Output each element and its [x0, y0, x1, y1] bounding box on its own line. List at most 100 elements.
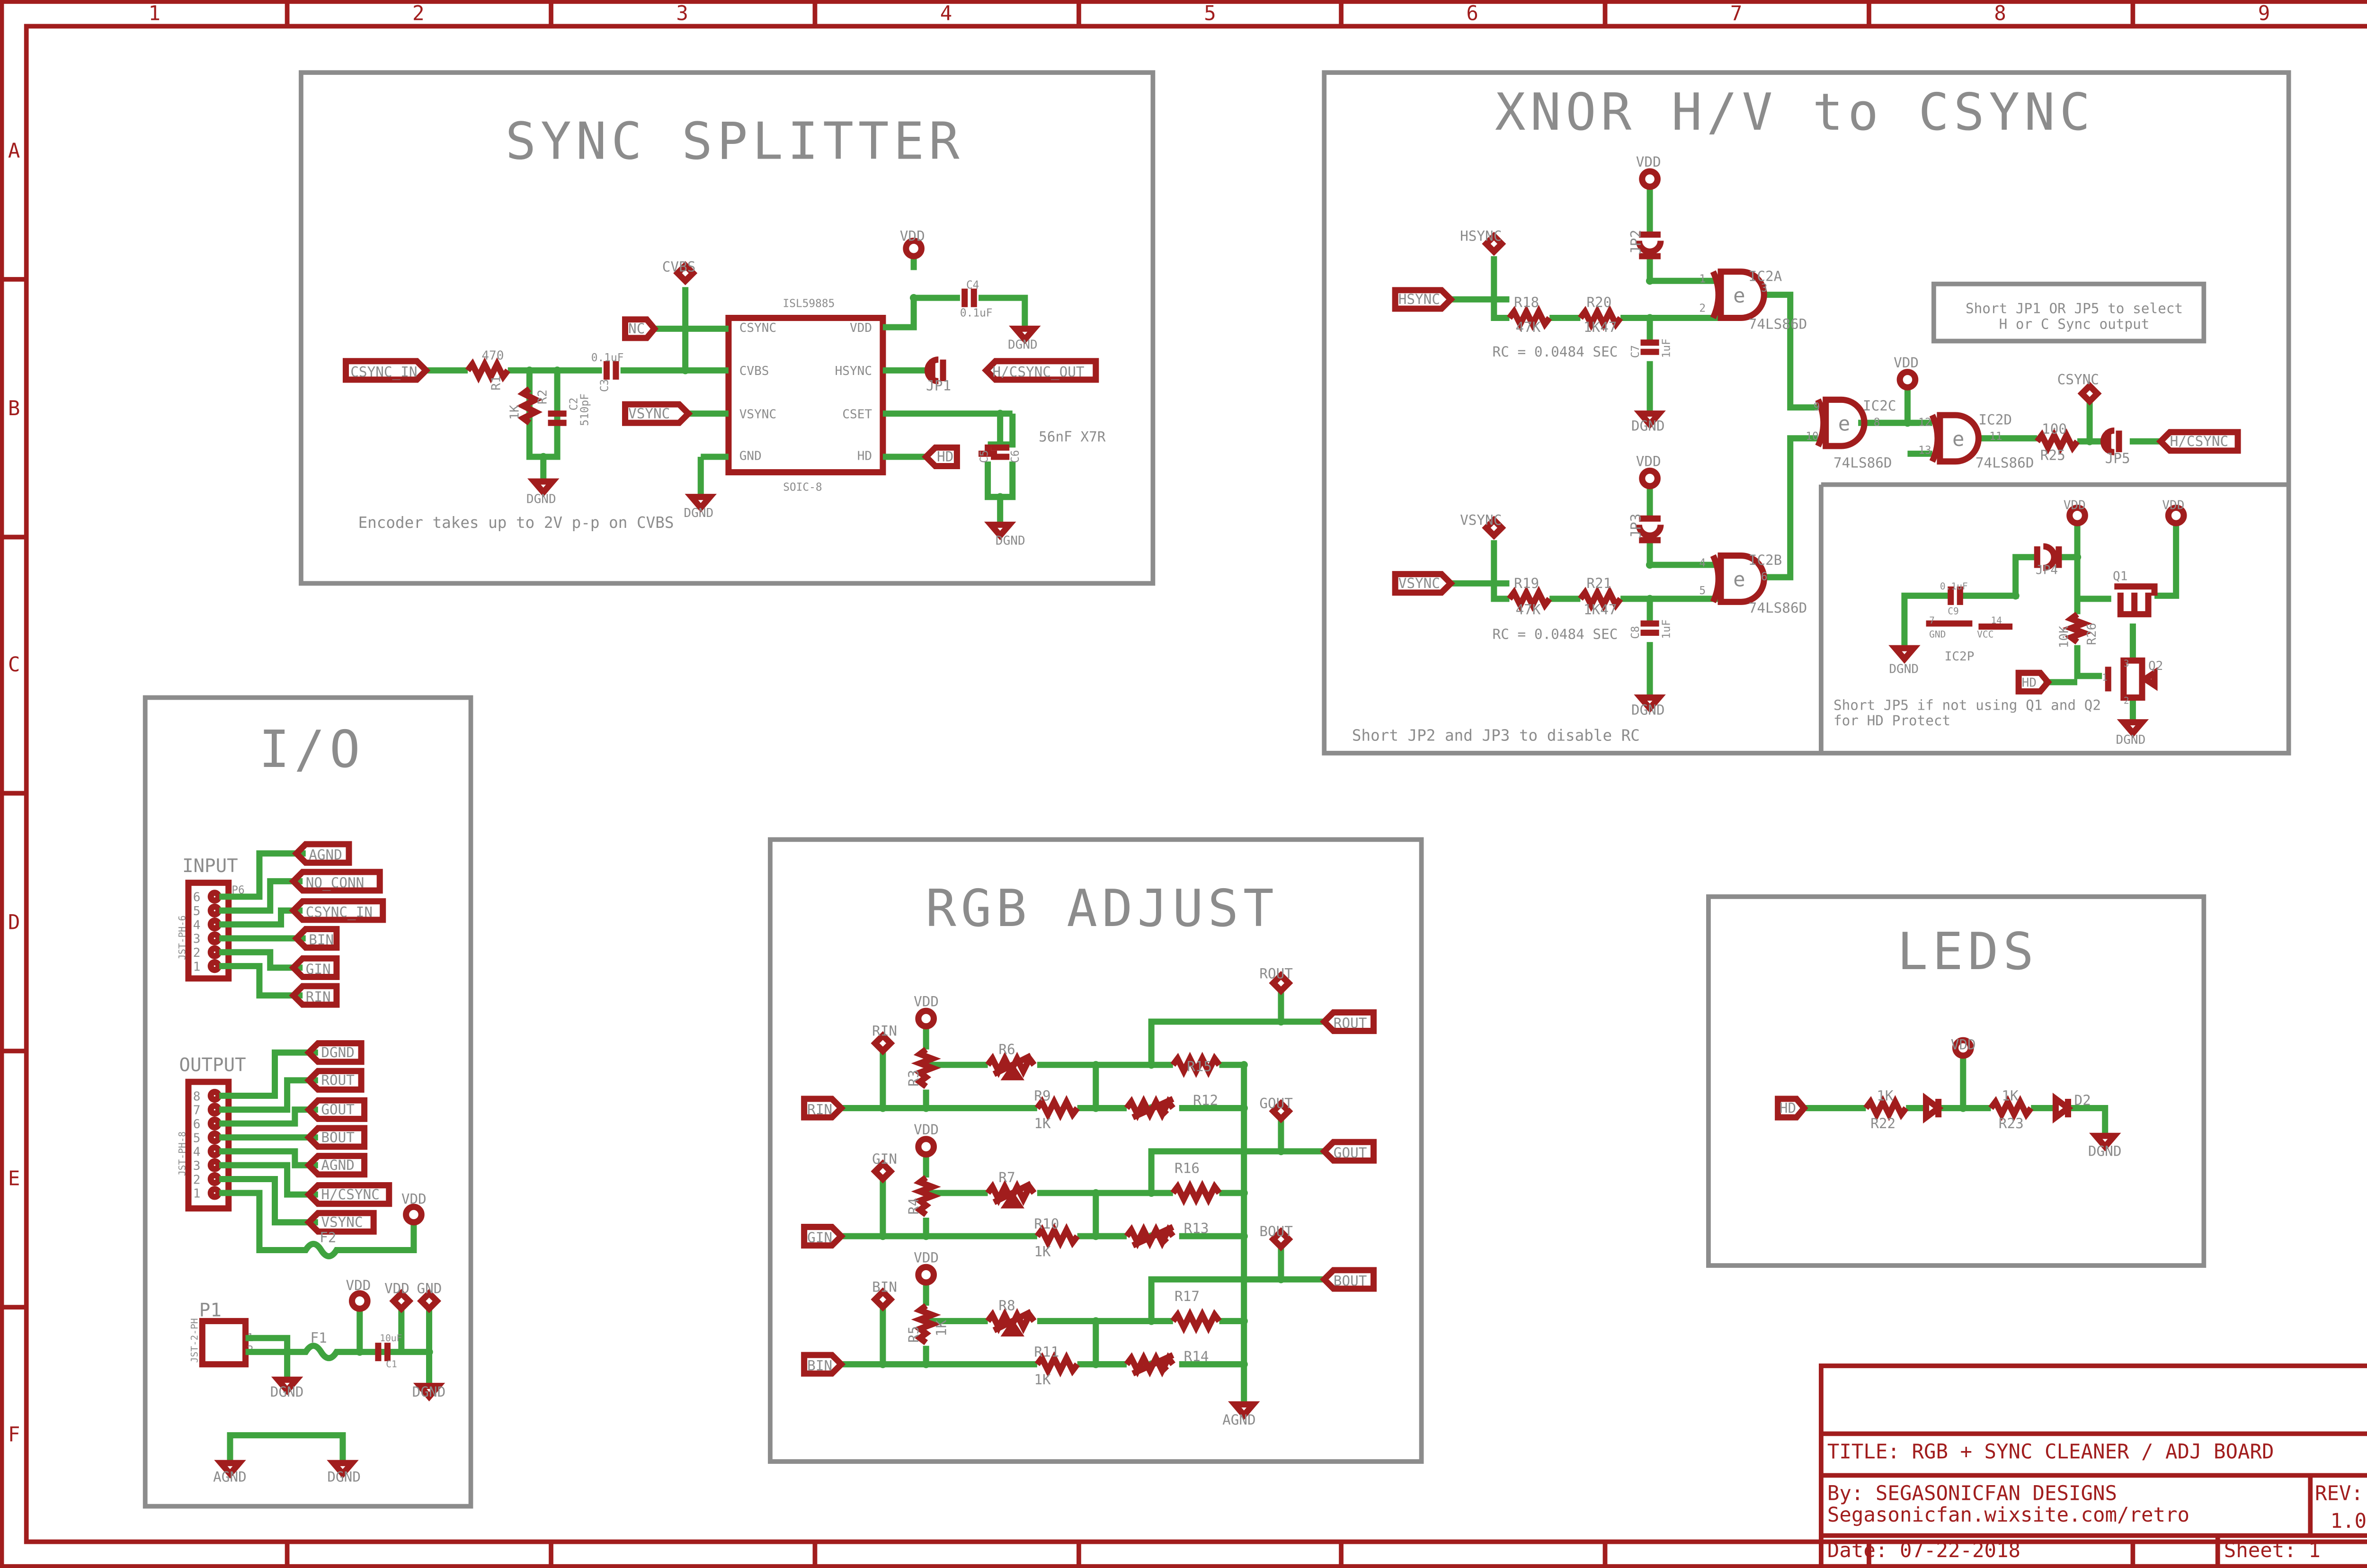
svg-text:CSYNC: CSYNC — [2057, 372, 2099, 388]
capacitor-c2 — [548, 410, 567, 426]
svg-text:AGND: AGND — [1222, 1412, 1256, 1428]
svg-text:BOUT: BOUT — [321, 1129, 355, 1145]
svg-text:H or C Sync output: H or C Sync output — [1999, 316, 2150, 332]
port-dgnd — [304, 1040, 365, 1065]
csync-testpoint — [2077, 381, 2102, 406]
svg-text:HD: HD — [937, 449, 953, 465]
svg-text:5: 5 — [193, 904, 201, 918]
resistor-r22 — [1863, 1095, 1909, 1122]
svg-text:NO_CONN: NO_CONN — [306, 874, 365, 891]
svg-text:74LS86D: 74LS86D — [1749, 316, 1807, 332]
port-rin — [289, 983, 340, 1008]
row-label: C — [8, 653, 20, 676]
col-label: 7 — [1730, 1, 1743, 25]
io-block: I/O INPUT JST-PH-6 P6 6 5 4 3 2 1 — [142, 695, 473, 1509]
svg-text:12: 12 — [1918, 417, 1931, 429]
port-csync-in — [342, 358, 431, 383]
svg-text:DGND: DGND — [1631, 702, 1665, 718]
svg-text:3: 3 — [193, 932, 201, 946]
svg-text:8: 8 — [193, 1089, 201, 1104]
capacitor-c1 — [375, 1343, 391, 1362]
block-title: XNOR H/V to CSYNC — [1495, 83, 2095, 142]
svg-text:C7: C7 — [1629, 345, 1642, 358]
svg-text:VDD: VDD — [384, 1281, 409, 1297]
port-hsync — [1392, 287, 1455, 312]
svg-text:5: 5 — [1699, 585, 1706, 597]
svg-text:CSYNC_IN: CSYNC_IN — [306, 904, 373, 920]
svg-text:4: 4 — [1699, 557, 1706, 569]
svg-text:VDD: VDD — [401, 1191, 427, 1207]
capacitor-c8 — [1640, 620, 1659, 636]
cvbs-testpoint — [673, 261, 698, 285]
vdd-symbol — [1639, 168, 1661, 190]
svg-text:7: 7 — [193, 1104, 201, 1118]
dgnd-symbol — [1634, 694, 1666, 713]
svg-text:HSYNC: HSYNC — [1460, 228, 1502, 244]
port-rout — [304, 1068, 365, 1093]
dgnd-symbol — [1009, 325, 1041, 345]
row-label: A — [8, 139, 20, 162]
svg-text:1K: 1K — [934, 1319, 950, 1336]
svg-text:1K47: 1K47 — [1584, 319, 1617, 335]
svg-text:Short JP1 OR JP5 to select: Short JP1 OR JP5 to select — [1966, 301, 2183, 317]
vdd-symbol — [915, 1007, 937, 1030]
svg-text:R11: R11 — [1034, 1344, 1059, 1360]
svg-text:1K: 1K — [1877, 1087, 1894, 1104]
svg-text:JST-PH-8: JST-PH-8 — [177, 1131, 187, 1176]
svg-text:74LS86D: 74LS86D — [1833, 455, 1892, 471]
leds-block: LEDS HD VDD 1K R22 1K R23 D2 DGND — [1706, 894, 2207, 1268]
svg-text:DGND: DGND — [2116, 733, 2146, 747]
svg-text:VDD: VDD — [1636, 453, 1661, 469]
svg-text:4: 4 — [193, 918, 201, 932]
svg-text:DGND: DGND — [321, 1044, 355, 1060]
resistor-r10 — [1034, 1223, 1080, 1249]
svg-text:10K: 10K — [2057, 626, 2071, 648]
jumper-jp2 — [1636, 231, 1664, 259]
sync-splitter-block: SYNC SPLITTER ISL59885 SOIC-8 CSYNC CVBS… — [299, 70, 1156, 586]
svg-text:VCC: VCC — [1977, 629, 1993, 640]
svg-text:BIN: BIN — [872, 1279, 897, 1295]
svg-text:HD: HD — [1780, 1100, 1796, 1116]
svg-text:GND: GND — [417, 1281, 442, 1297]
hd-protect-note: Short JP5 if not using Q1 and Q2 — [1833, 697, 2101, 713]
col-label: 1 — [149, 1, 161, 25]
vdd-symbol — [1896, 369, 1919, 391]
svg-text:DGND: DGND — [270, 1384, 304, 1400]
svg-text:JP3: JP3 — [1628, 514, 1644, 539]
svg-text:R21: R21 — [1586, 575, 1611, 591]
sheet-text: Sheet: 1 — [2224, 1539, 2321, 1562]
gate-ic2b — [1710, 552, 1767, 605]
svg-text:1uF: 1uF — [1660, 339, 1673, 358]
dgnd-symbol — [327, 1460, 359, 1479]
svg-text:R26: R26 — [2085, 623, 2099, 645]
svg-text:H/CSYNC: H/CSYNC — [2170, 433, 2229, 449]
svg-text:470: 470 — [481, 349, 504, 363]
svg-text:R7: R7 — [998, 1169, 1015, 1185]
potentiometer-r14 — [1124, 1351, 1175, 1378]
svg-text:GIN: GIN — [306, 961, 331, 977]
svg-text:100: 100 — [2042, 421, 2067, 437]
svg-text:Q1: Q1 — [2113, 570, 2127, 584]
svg-text:BIN: BIN — [309, 932, 334, 948]
svg-text:NC: NC — [628, 321, 645, 337]
svg-text:HSYNC: HSYNC — [1398, 291, 1440, 307]
resistor-r11 — [1034, 1351, 1080, 1378]
port-gout — [1320, 1139, 1377, 1164]
svg-text:IC2B: IC2B — [1749, 552, 1782, 568]
resistor-r4 — [911, 1175, 941, 1217]
svg-text:4: 4 — [193, 1145, 201, 1159]
svg-text:ROUT: ROUT — [1259, 966, 1293, 982]
svg-text:VDD: VDD — [346, 1277, 371, 1293]
port-h-csync — [2156, 429, 2241, 454]
port-hd — [2015, 669, 2052, 695]
svg-text:6: 6 — [1761, 571, 1768, 583]
svg-text:JP1: JP1 — [926, 378, 951, 394]
svg-text:R13: R13 — [1184, 1221, 1209, 1237]
rev-label: REV: — [2315, 1482, 2363, 1505]
svg-text:R5: R5 — [906, 1326, 922, 1343]
svg-text:DGND: DGND — [1008, 338, 1038, 352]
svg-text:P1: P1 — [199, 1300, 222, 1321]
svg-text:AGND: AGND — [213, 1469, 247, 1485]
svg-text:F1: F1 — [311, 1330, 327, 1346]
note-box — [1931, 281, 2207, 344]
